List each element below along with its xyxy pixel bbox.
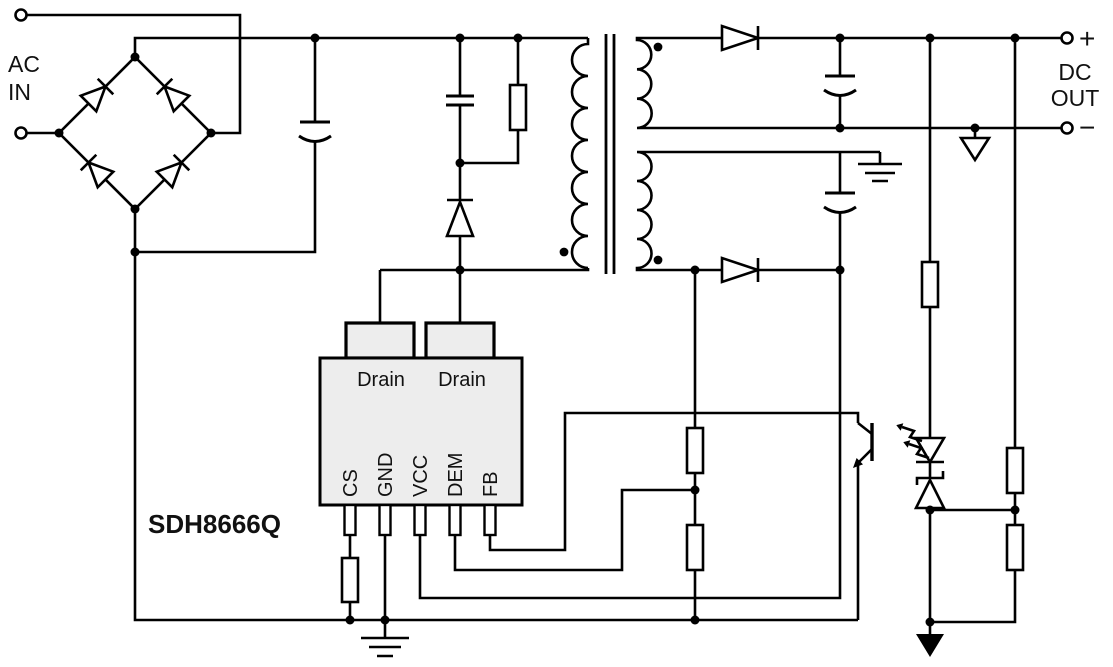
drain-pin-label: Drain [438, 369, 486, 391]
ac-input: AC IN [8, 8, 40, 140]
dem-divider-upper-resistor-icon [685, 426, 705, 475]
aux-ground-icon [858, 152, 902, 183]
bridge-diode-icon [78, 77, 115, 114]
phase-dots [559, 42, 663, 265]
controller-ic: Drain Drain CS GND VCC DEM FB SDH8666Q [148, 321, 524, 539]
cs-pin-label: CS [340, 469, 362, 497]
opto-phototransistor-icon [853, 421, 874, 620]
dc-terminal-plus [1060, 31, 1074, 45]
dc-plus-sign: + [1079, 23, 1095, 54]
ic-part-number: SDH8666Q [148, 509, 281, 539]
dc-label-line2: OUT [1051, 85, 1100, 111]
bridge-diode-icon [155, 77, 192, 114]
bulk-capacitor-icon [298, 120, 332, 143]
dem-divider-lower-resistor-icon [685, 523, 705, 572]
led-series-resistor-icon [920, 260, 940, 309]
pin-cs [343, 503, 357, 537]
opto-led-icon [913, 436, 947, 465]
primary-winding [570, 38, 590, 270]
bridge-rectifier [78, 77, 192, 190]
feedback-divider-lower-resistor-icon [1005, 523, 1025, 572]
transformer-core [604, 34, 616, 274]
pin-fb [483, 503, 497, 537]
ac-terminal-top [14, 8, 28, 22]
dc-minus-sign: − [1079, 112, 1095, 143]
drain-pin-label: Drain [357, 369, 405, 391]
light-arrows-icon [896, 423, 930, 460]
snubber-resistor-icon [508, 83, 528, 132]
transformer [559, 34, 1061, 274]
bridge-diode-icon [154, 153, 191, 190]
secondary-ground-triangle-icon [958, 128, 992, 163]
vcc-pin-label: VCC [410, 455, 432, 497]
ic-body [318, 356, 524, 507]
dc-output: + DC OUT − [1051, 23, 1100, 143]
junction-dots [54, 33, 1020, 627]
dem-pin-label: DEM [445, 453, 467, 497]
aux-winding [635, 150, 880, 272]
dc-terminal-minus [1060, 121, 1074, 135]
ac-label-line2: IN [8, 79, 31, 105]
snubber-capacitor-icon [446, 94, 474, 107]
snubber-diode-icon [445, 198, 475, 238]
output-capacitor-icon [823, 74, 857, 97]
ac-label-line1: AC [8, 51, 40, 77]
feedback-divider-upper-resistor-icon [1005, 446, 1025, 495]
ac-terminal-bottom [14, 126, 28, 140]
cs-resistor-icon [340, 556, 360, 604]
vcc-capacitor-icon [823, 191, 857, 214]
fb-pin-label: FB [480, 471, 502, 497]
pin-vcc [413, 503, 427, 537]
pin-dem [448, 503, 462, 537]
drain-tab-1 [344, 321, 416, 360]
aux-rectifier-diode-icon [720, 256, 763, 284]
gnd-pin-label: GND [375, 453, 397, 497]
pin-gnd [378, 503, 392, 537]
dc-label-line1: DC [1058, 59, 1091, 85]
output-rectifier-diode-icon [720, 24, 763, 52]
wires [26, 13, 1061, 624]
secondary-ground-filled-triangle-icon [916, 622, 944, 657]
optocoupler [853, 421, 947, 620]
primary-ground-icon [361, 620, 409, 658]
drain-tab-2 [424, 321, 496, 360]
bridge-diode-icon [79, 153, 116, 190]
secondary-winding [635, 36, 1061, 130]
